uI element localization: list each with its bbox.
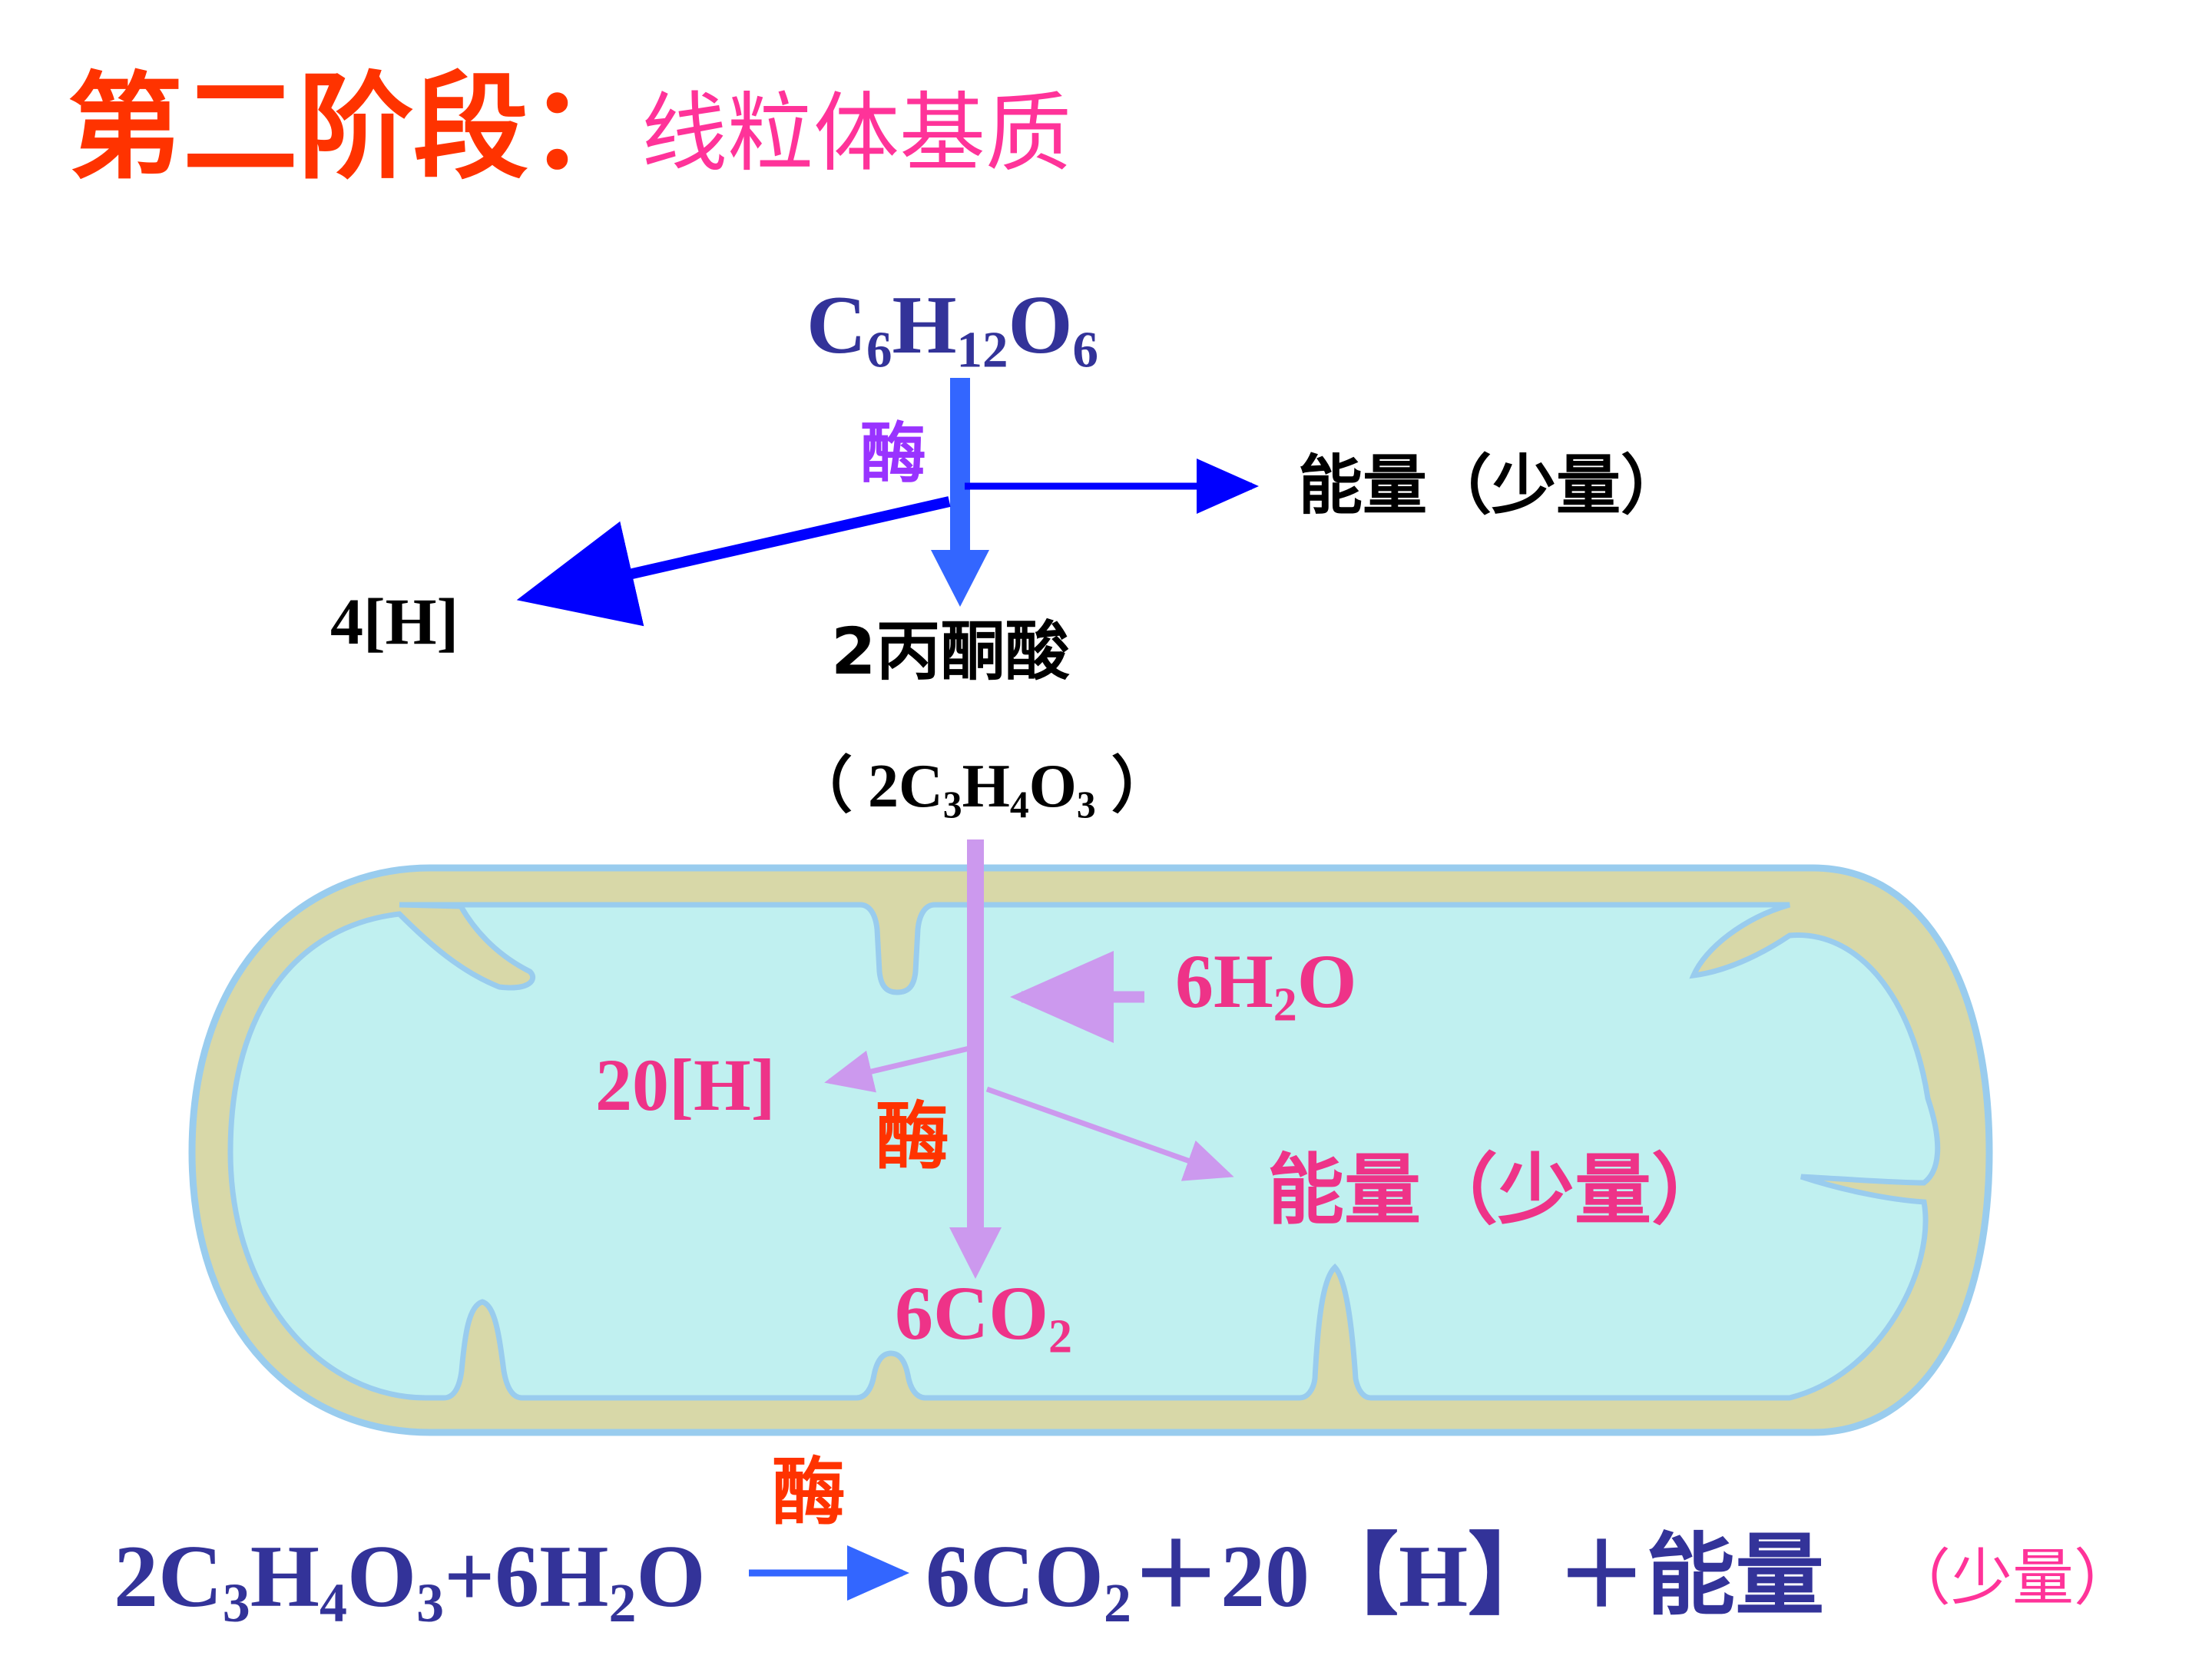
location-title: 线粒体基质 — [641, 84, 1071, 184]
energy-arrow-matrix — [985, 1086, 1234, 1181]
co2-label: 6CO2 — [895, 1270, 1072, 1363]
enzyme-label-matrix: 酶 — [876, 1094, 949, 1180]
equation-right: 6CO2＋20【H】＋能量 — [926, 1528, 1825, 1634]
hydrogen-label-glycolysis: 4[H] — [330, 584, 459, 658]
hydrogen-arrow — [516, 496, 951, 627]
enzyme-label-equation: 酶 — [772, 1449, 846, 1535]
main-arrow-head — [931, 550, 989, 607]
water-label: 6H2O — [1175, 939, 1357, 1031]
inner-membrane-matrix — [227, 902, 1941, 1401]
glycolysis-arrows — [516, 378, 1259, 627]
equation-left: 2C3H4O3+6H2O — [114, 1528, 706, 1634]
hydrogen-label-matrix: 20[H] — [595, 1044, 776, 1126]
energy-label-matrix: 能量（少量） — [1267, 1145, 1728, 1235]
equation-note: （少量） — [1889, 1542, 2135, 1614]
matrix-arrows — [824, 839, 1234, 1279]
mitochondrion — [188, 864, 1993, 1436]
stage-title: 第二阶段： — [68, 61, 644, 195]
pyruvate-arrow-head — [949, 1227, 1002, 1279]
pyruvate-label: 2丙酮酸 — [831, 614, 1070, 689]
hydrogen-arrow-matrix — [824, 1045, 970, 1093]
pyruvate-formula: （ 2C3H4O3 ） — [791, 753, 1173, 826]
enzyme-label-glycolysis: 酶 — [860, 416, 926, 492]
energy-label-glycolysis: 能量（少量） — [1298, 448, 1686, 523]
glucose-formula: C6H12O6 — [806, 280, 1098, 379]
